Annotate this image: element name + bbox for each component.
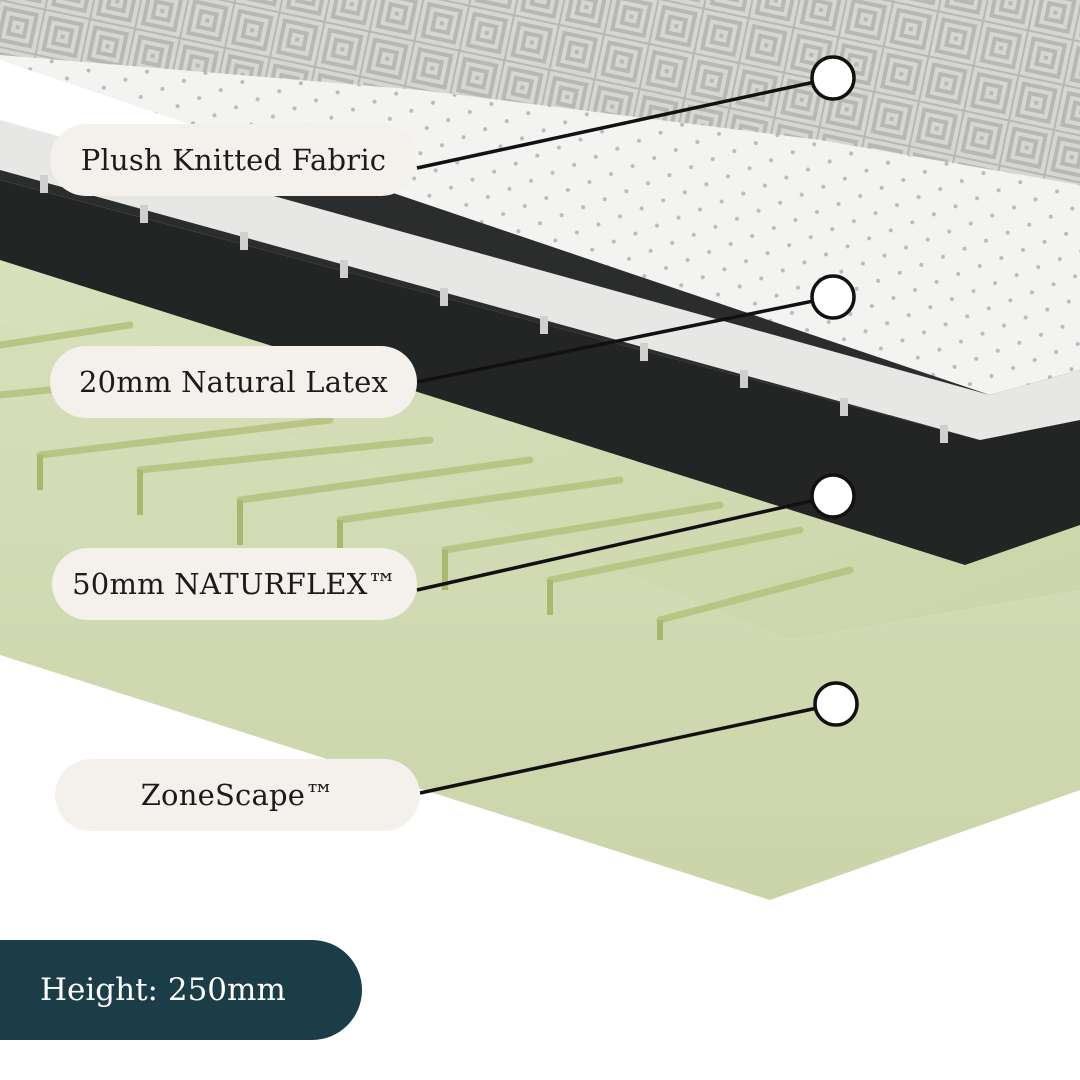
zonescape-side	[0, 320, 1080, 900]
height-text: Height: 250mm	[40, 972, 286, 1008]
label-text: ZoneScape™	[140, 778, 335, 812]
label-text: 20mm Natural Latex	[78, 365, 389, 399]
callouts	[416, 76, 837, 795]
label-naturflex: 50mm NATURFLEX™	[52, 548, 417, 620]
label-text: 50mm NATURFLEX™	[72, 567, 397, 601]
marker-latex	[810, 274, 856, 320]
label-text: Plush Knitted Fabric	[80, 143, 387, 177]
label-natural-latex: 20mm Natural Latex	[50, 346, 417, 418]
zonescape-zone-grooves	[0, 321, 854, 624]
callout-line-zonescape	[419, 702, 837, 795]
callout-line-fabric	[416, 76, 834, 170]
label-plush-knitted-fabric: Plush Knitted Fabric	[50, 124, 417, 196]
latex-edge-notches	[40, 175, 948, 443]
callout-markers	[810, 55, 859, 727]
fabric-top	[0, 0, 1080, 185]
marker-naturflex	[810, 473, 856, 519]
fabric-layer	[0, 0, 1080, 185]
naturflex-side	[0, 180, 1080, 565]
marker-zonescape	[813, 681, 859, 727]
marker-fabric	[810, 55, 856, 101]
latex-side	[0, 120, 1080, 440]
label-zonescape: ZoneScape™	[55, 759, 420, 831]
height-badge: Height: 250mm	[0, 940, 362, 1040]
callout-line-naturflex	[416, 494, 834, 592]
callout-line-latex	[416, 295, 834, 384]
